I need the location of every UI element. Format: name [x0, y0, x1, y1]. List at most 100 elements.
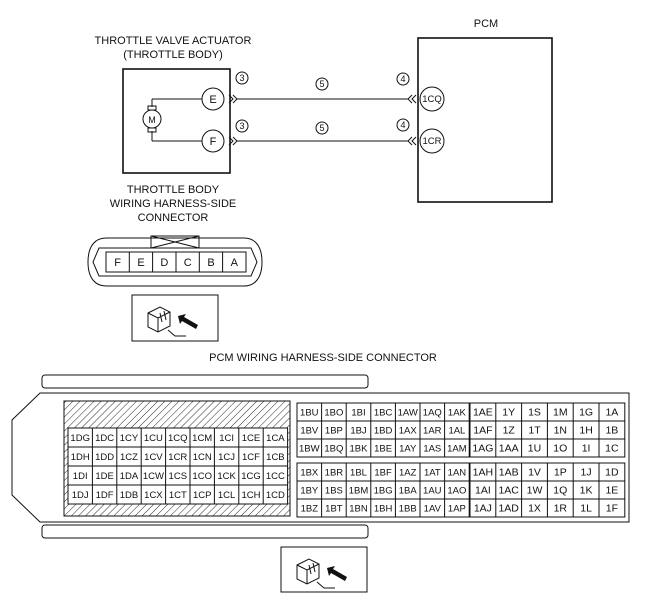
pin-1aj: 1AJ — [474, 503, 492, 515]
pin-1aq: 1AQ — [423, 408, 442, 419]
pin-1bv: 1BV — [300, 426, 319, 437]
connector-chevron-cq-right — [407, 94, 417, 104]
pcm-title: PCM — [474, 18, 498, 30]
pin-1ab: 1AB — [499, 467, 519, 479]
connector-pin-c: C — [184, 257, 192, 269]
actuator-title-line1: THROTTLE VALVE ACTUATOR — [95, 35, 252, 47]
pin-1q: 1Q — [553, 485, 567, 497]
terminal-1cq-label: 1CQ — [422, 94, 442, 105]
pin-1az: 1AZ — [399, 468, 417, 479]
pin-1bn: 1BN — [349, 504, 368, 515]
pin-1aa: 1AA — [499, 443, 519, 455]
marker-mid-top: 5 — [319, 79, 324, 89]
terminal-e-label: E — [209, 94, 216, 106]
pin-1aw: 1AW — [398, 408, 418, 419]
pin-1cs: 1CS — [169, 471, 187, 482]
pin-1ar: 1AR — [423, 426, 442, 437]
pin-1ay: 1AY — [399, 444, 417, 455]
pin-1cz: 1CZ — [120, 452, 138, 463]
motor-label: M — [148, 115, 156, 125]
pin-1as: 1AS — [423, 444, 441, 455]
throttle-connector-title-line1: THROTTLE BODY — [127, 184, 220, 196]
connector-chevron-cr-right — [407, 136, 417, 146]
pin-1cr: 1CR — [168, 452, 187, 463]
pin-1ao: 1AO — [447, 486, 466, 497]
pin-1bz: 1BZ — [301, 504, 319, 515]
pin-1af: 1AF — [473, 425, 492, 437]
pin-1ax: 1AX — [399, 426, 418, 437]
pin-1an: 1AN — [448, 468, 467, 479]
pcm-connector-title: PCM WIRING HARNESS-SIDE CONNECTOR — [209, 352, 437, 364]
throttle-connector-title-line2: WIRING HARNESS-SIDE — [110, 198, 237, 210]
terminal-1cr — [419, 128, 445, 154]
pin-1bq: 1BQ — [324, 444, 343, 455]
pin-1ac: 1AC — [498, 485, 519, 497]
pin-1g: 1G — [579, 407, 593, 419]
pin-1t: 1T — [528, 425, 541, 437]
pin-1ca: 1CA — [266, 433, 285, 444]
pin-1d: 1D — [605, 467, 619, 479]
pin-1al: 1AL — [448, 426, 465, 437]
pin-1v: 1V — [528, 467, 541, 479]
pin-1y: 1Y — [502, 407, 515, 419]
pin-1cp: 1CP — [193, 490, 211, 501]
pin-1k: 1K — [580, 485, 593, 497]
pin-1cn: 1CN — [193, 452, 212, 463]
terminal-e — [201, 87, 225, 111]
pin-1br: 1BR — [325, 468, 344, 479]
pin-1at: 1AT — [424, 468, 441, 479]
pin-1cf: 1CF — [242, 452, 260, 463]
pin-1be: 1BE — [374, 444, 392, 455]
pin-1ae: 1AE — [473, 407, 493, 419]
pin-1cw: 1CW — [143, 471, 164, 482]
pin-1ah: 1AH — [473, 467, 493, 479]
pin-1dj: 1DJ — [72, 490, 89, 501]
connector-view-icon — [131, 294, 219, 342]
pin-1h: 1H — [579, 425, 592, 437]
throttle-connector-face — [87, 235, 263, 287]
pin-1bf: 1BF — [374, 468, 392, 479]
marker-right-bottom: 4 — [400, 120, 405, 130]
pin-1ch: 1CH — [241, 490, 260, 501]
pin-1bc: 1BC — [374, 408, 393, 419]
throttle-connector-title-line3: CONNECTOR — [138, 212, 209, 224]
pin-1au: 1AU — [423, 486, 442, 497]
pin-1f: 1F — [606, 503, 618, 515]
pin-1dg: 1DG — [70, 433, 90, 444]
pin-1di: 1DI — [73, 471, 88, 482]
pin-1x: 1X — [528, 503, 541, 515]
pin-1bh: 1BH — [374, 504, 393, 515]
pin-1bp: 1BP — [325, 426, 343, 437]
pin-1u: 1U — [528, 443, 541, 455]
pin-1ck: 1CK — [217, 471, 236, 482]
pin-1bs: 1BS — [325, 486, 343, 497]
pin-1ad: 1AD — [498, 503, 519, 515]
pin-1cl: 1CL — [218, 490, 235, 501]
pin-1bx: 1BX — [300, 468, 319, 479]
pin-1bd: 1BD — [374, 426, 393, 437]
pin-1da: 1DA — [120, 471, 139, 482]
marker-left-bottom: 3 — [239, 121, 244, 131]
motor-symbol — [142, 109, 162, 129]
actuator-title-line2: (THROTTLE BODY) — [123, 49, 223, 61]
pin-1n: 1N — [554, 425, 567, 437]
pin-1av: 1AV — [424, 504, 442, 515]
pin-1ci: 1CI — [219, 433, 234, 444]
pin-1c: 1C — [605, 443, 619, 455]
pin-1a: 1A — [605, 407, 618, 419]
pin-1cg: 1CG — [241, 471, 261, 482]
pin-1bi: 1BI — [351, 408, 365, 419]
connector-pin-e: E — [137, 257, 144, 269]
terminal-1cr-label: 1CR — [422, 136, 441, 147]
pin-1e: 1E — [605, 485, 618, 497]
connector-pin-a: A — [231, 257, 239, 269]
pin-1s: 1S — [528, 407, 541, 419]
pin-1de: 1DE — [95, 471, 113, 482]
pin-1m: 1M — [553, 407, 568, 419]
pin-1cv: 1CV — [144, 452, 163, 463]
connector-pin-f: F — [114, 257, 121, 269]
pin-1bl: 1BL — [350, 468, 367, 479]
pin-1ce: 1CE — [242, 433, 260, 444]
